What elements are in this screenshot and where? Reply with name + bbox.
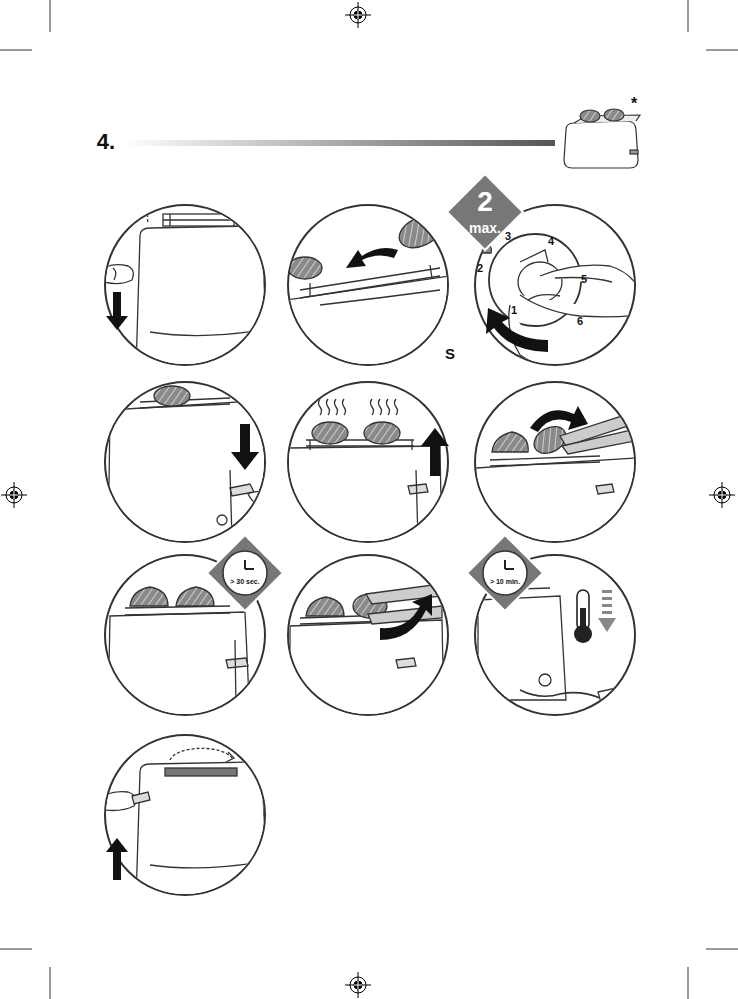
thermometer-symbol: [574, 590, 592, 643]
badge-number: 2: [477, 188, 493, 216]
heading-bar: [122, 140, 555, 146]
dial-number: 6: [577, 316, 583, 327]
step-panel: [286, 200, 460, 370]
timer-badge: [207, 535, 283, 611]
max-badge: [447, 174, 523, 250]
step-panel: [100, 735, 268, 900]
footnote-mark: *: [631, 96, 637, 112]
step-panel: [105, 382, 273, 560]
cooling-arrow: [598, 590, 616, 632]
timer-text: > 30 sec.: [230, 578, 259, 585]
dial-number: 2: [477, 263, 483, 274]
dial-number: 4: [548, 236, 554, 247]
dial-number: 1: [511, 305, 517, 316]
step-panel: [475, 382, 640, 560]
timer-badge: [467, 535, 543, 611]
toaster-icon: [564, 109, 640, 168]
dial-number: 5: [581, 274, 587, 285]
step-panel: [105, 555, 265, 720]
section-number: 4.: [97, 131, 115, 153]
step-panel: [100, 204, 268, 370]
step-panel: [475, 555, 635, 715]
step-panel: [288, 382, 449, 560]
step-panel: [288, 555, 448, 720]
dial-mark: S: [445, 346, 455, 361]
badge-text: max.: [469, 221, 501, 235]
timer-text: > 10 min.: [490, 578, 520, 585]
dial-number: 3: [505, 231, 511, 242]
